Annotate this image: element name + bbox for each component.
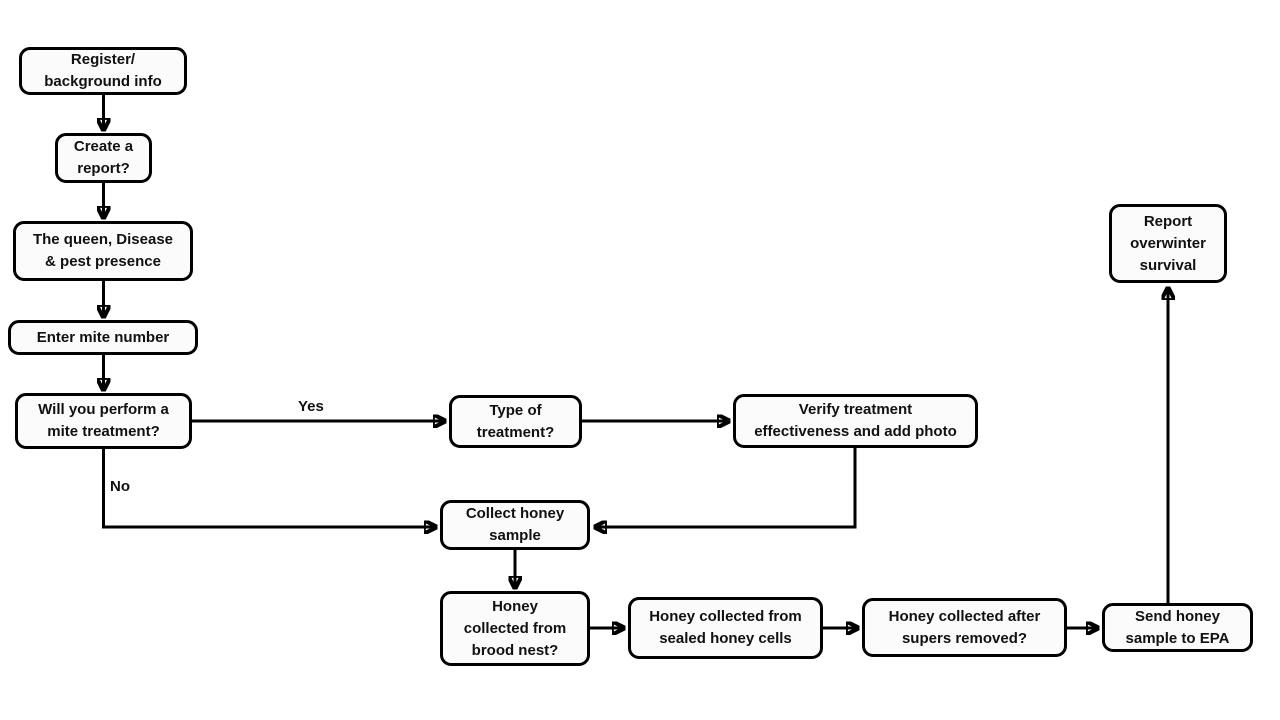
- node-honey-collected-after-supers-removed: Honey collected after supers removed?: [862, 598, 1067, 657]
- node-honey-collected-from-brood-nest: Honey collected from brood nest?: [440, 591, 590, 666]
- node-will-you-perform-mite-treatment: Will you perform a mite treatment?: [15, 393, 192, 449]
- edge-label-yes: Yes: [298, 398, 324, 415]
- edge-label-no: No: [110, 478, 130, 495]
- node-verify-treatment-effectiveness: Verify treatment effectiveness and add p…: [733, 394, 978, 448]
- node-enter-mite-number: Enter mite number: [8, 320, 198, 355]
- node-type-of-treatment: Type of treatment?: [449, 395, 582, 448]
- connector-verify-treatment-to-collect-honey: [595, 448, 857, 527]
- node-honey-collected-sealed-cells: Honey collected from sealed honey cells: [628, 597, 823, 659]
- node-create-a-report: Create a report?: [55, 133, 152, 183]
- connector-no-mite-treatment-to-collect-honey: [102, 449, 437, 527]
- node-report-overwinter-survival: Report overwinter survival: [1109, 204, 1227, 283]
- node-collect-honey-sample: Collect honey sample: [440, 500, 590, 550]
- node-register-background-info: Register/ background info: [19, 47, 187, 95]
- node-send-honey-sample-to-epa: Send honey sample to EPA: [1102, 603, 1253, 652]
- node-queen-disease-pest-presence: The queen, Disease & pest presence: [13, 221, 193, 281]
